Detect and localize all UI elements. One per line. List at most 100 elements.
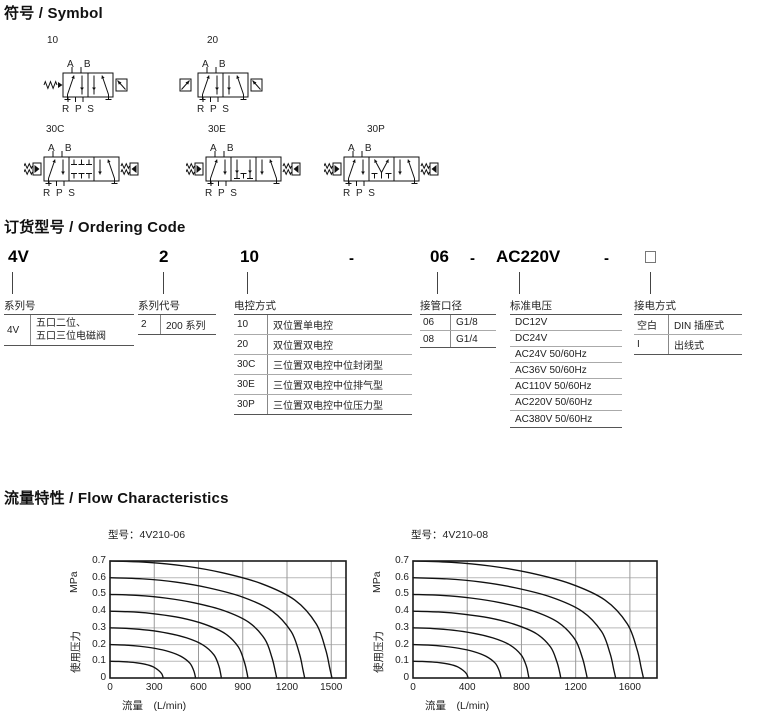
chart-y-tick-label: 0.4 (92, 605, 106, 617)
table-cell-key: 08 (423, 333, 435, 345)
table-cell-value: AC110V 50/60Hz (510, 379, 622, 394)
chart-series-line (109, 627, 223, 679)
section-heading-flow-characteristics: 流量特性 / Flow Characteristics (4, 490, 229, 507)
table-cell-value: 五口二位、五口三位电磁阀 (30, 315, 134, 345)
chart-y-tick-label: 0.6 (395, 571, 409, 583)
table-cell-value-line: 双位置双电控 (273, 341, 333, 352)
chart-series-line (412, 577, 617, 679)
section-heading-symbol: 符号 / Symbol (4, 5, 103, 22)
chart-y-tick-label: 0 (100, 672, 106, 683)
table-row[interactable]: AC24V 50/60Hz (510, 347, 622, 363)
table-cell-key: 2 (141, 319, 147, 330)
table-cell-value-line: 三位置双电控中位压力型 (273, 401, 383, 412)
chart-series-line (109, 643, 197, 679)
chart-y-tick-label: 0.5 (395, 588, 409, 600)
chart-series-line (412, 610, 562, 679)
ordering-code-stem (163, 272, 164, 294)
chart-y-tick-label: 0.1 (395, 655, 409, 667)
table-cell-value: G1/4 (450, 331, 496, 347)
chart-y-tick-label: 0.7 (395, 555, 409, 566)
chart-title: 型号：4V210-08 (411, 529, 489, 541)
ordering-table-grid: 2 200 系列 (138, 314, 216, 335)
chart-y-tick-label: 0.2 (395, 638, 409, 650)
chart-y-tick-label: 0.4 (395, 605, 409, 617)
table-cell-value-line: G1/8 (456, 317, 478, 328)
chart-y-tick-label: 0 (403, 672, 409, 683)
table-row[interactable]: AC380V 50/60Hz (510, 411, 622, 427)
table-row[interactable]: 2 200 系列 (138, 315, 216, 334)
table-row[interactable]: AC220V 50/60Hz (510, 395, 622, 411)
table-cell-value: 双位置双电控 (267, 335, 412, 354)
ordering-table-title: 系列代号 (138, 300, 180, 312)
chart-series-line (412, 593, 588, 679)
chart-y-tick-label: 0.7 (92, 555, 106, 566)
chart-x-tick-label: 600 (190, 682, 207, 693)
table-cell-value: AC36V 50/60Hz (510, 363, 622, 378)
chart-x-tick-label: 1200 (275, 682, 299, 693)
table-cell-value: 三位置双电控中位压力型 (267, 395, 412, 414)
symbol-ports-bottom: R P S (343, 188, 377, 199)
symbol-code-label: 20 (207, 35, 219, 46)
chart-x-tick-label: 300 (145, 682, 163, 693)
chart-series-line (412, 627, 530, 679)
symbol-ports-top: A B (348, 143, 376, 154)
chart-x-axis-label: 流量 (L/min) (425, 700, 490, 712)
ordering-table-title: 接电方式 (634, 300, 676, 312)
table-row[interactable]: AC110V 50/60Hz (510, 379, 622, 395)
ordering-table-series-code: 系列代号 2 200 系列 (138, 300, 216, 335)
chart-series-line (412, 660, 469, 679)
symbol-ports-top: A B (210, 143, 238, 154)
table-cell-value-line: AC24V 50/60Hz (515, 349, 587, 360)
table-cell-value: AC380V 50/60Hz (510, 411, 622, 427)
table-cell-value: DC24V (510, 331, 622, 346)
table-cell-value-line: 出线式 (674, 341, 704, 352)
table-cell-value-line: DC24V (515, 333, 548, 344)
table-cell-value-line: 五口三位电磁阀 (36, 331, 106, 342)
chart-series-line (109, 660, 164, 679)
table-cell-value-line: DIN 插座式 (674, 321, 724, 332)
chart-y-tick-label: 0.3 (92, 621, 106, 633)
table-cell-value: AC24V 50/60Hz (510, 347, 622, 362)
table-cell-value-line: 200 系列 (166, 321, 206, 332)
ordering-table-title: 标准电压 (510, 300, 552, 312)
chart-x-tick-label: 1200 (564, 682, 587, 693)
table-cell-value-line: 五口二位、 (36, 318, 86, 329)
table-cell-value-line: 三位置双电控中位排气型 (273, 381, 383, 392)
table-row[interactable]: 4V 五口二位、五口三位电磁阀 (4, 315, 134, 345)
chart-series-line (412, 643, 502, 679)
table-cell-value: 三位置双电控中位封闭型 (267, 355, 412, 374)
table-row[interactable]: 30E 三位置双电控中位排气型 (234, 375, 412, 395)
symbol-ports-top: A B (202, 59, 230, 70)
table-cell-key: 4V (7, 324, 20, 336)
ordering-code-stem (437, 272, 438, 294)
table-row[interactable]: DC24V (510, 331, 622, 347)
table-row[interactable]: DC12V (510, 315, 622, 331)
symbol-ports-bottom: R P S (205, 188, 239, 199)
table-row[interactable]: AC36V 50/60Hz (510, 363, 622, 379)
ordering-code-token: 06 (430, 247, 449, 266)
table-row[interactable]: 08 G1/4 (420, 331, 496, 347)
table-cell-value-line: AC380V 50/60Hz (515, 413, 593, 425)
symbol-code-label: 30P (367, 124, 385, 135)
table-cell-value: AC220V 50/60Hz (510, 395, 622, 410)
table-cell-key: 30E (237, 379, 255, 390)
ordering-code-stem (12, 272, 13, 294)
table-cell-value-line: G1/4 (456, 333, 478, 345)
